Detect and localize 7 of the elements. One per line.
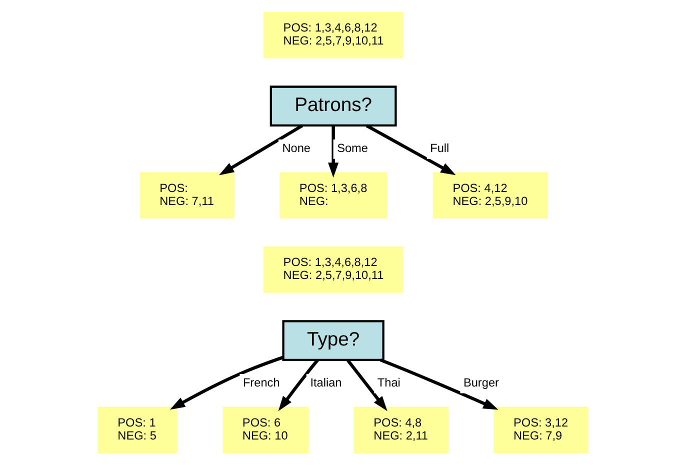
edge-label: None bbox=[282, 141, 310, 156]
edge-label: Burger bbox=[462, 376, 498, 390]
edge-label: French bbox=[242, 376, 280, 390]
edge-label: Full bbox=[430, 141, 449, 156]
edge-label: Thai bbox=[376, 376, 400, 390]
edge-label: Italian bbox=[310, 376, 342, 390]
edge-label: Some bbox=[336, 141, 368, 156]
